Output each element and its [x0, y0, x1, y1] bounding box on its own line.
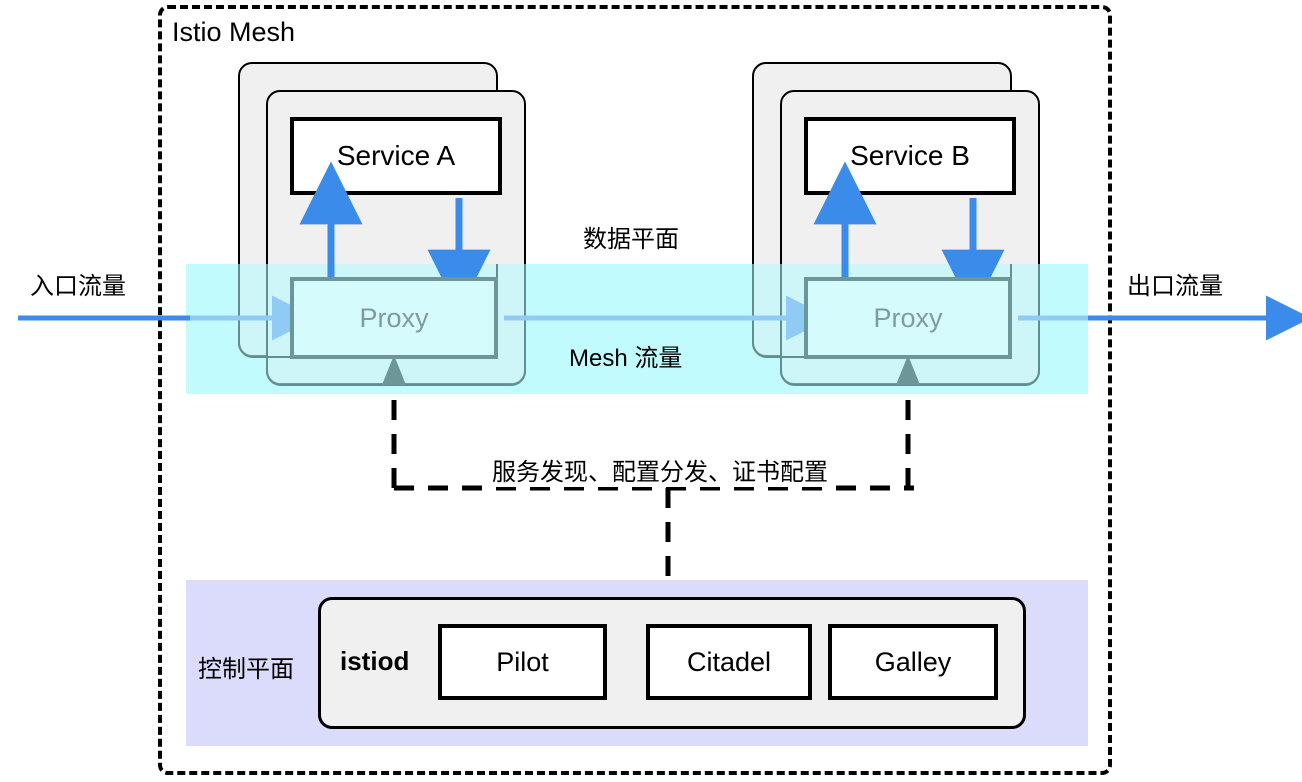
ingress-traffic-label: 入口流量: [30, 273, 126, 300]
data-plane-label: 数据平面: [583, 226, 679, 253]
service-b-box: Service B: [804, 117, 1016, 195]
service-a-box: Service A: [290, 117, 502, 195]
mesh-traffic-label: Mesh 流量: [569, 345, 683, 372]
istiod-label: istiod: [340, 646, 410, 676]
proxy-b-box: Proxy: [804, 277, 1012, 359]
proxy-a-box: Proxy: [290, 277, 498, 359]
egress-traffic-label: 出口流量: [1127, 273, 1223, 300]
xds-label: 服务发现、配置分发、证书配置: [486, 452, 834, 487]
control-plane-label: 控制平面: [198, 656, 294, 683]
istio-mesh-boundary: [158, 5, 1112, 775]
pilot-box: Pilot: [438, 624, 607, 700]
citadel-box: Citadel: [646, 624, 812, 700]
galley-box: Galley: [828, 624, 998, 700]
mesh-title: Istio Mesh: [172, 17, 296, 47]
